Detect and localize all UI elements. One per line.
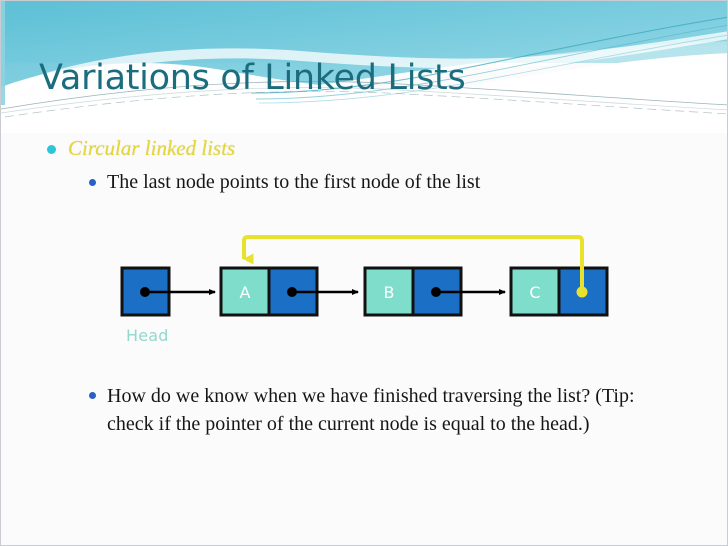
head-label: Head bbox=[126, 326, 169, 345]
svg-text:B: B bbox=[384, 283, 395, 302]
bullet-level1-label: Circular linked lists bbox=[68, 136, 236, 160]
node-c: C bbox=[509, 266, 609, 317]
bullet-level2-top-label: The last node points to the first node o… bbox=[107, 171, 481, 193]
bullet-dot-level2-icon bbox=[89, 392, 96, 399]
bullet-dot-level2-icon bbox=[89, 179, 96, 186]
bullet-traversal-question: How do we know when we have finished tra… bbox=[89, 382, 669, 439]
svg-text:A: A bbox=[240, 283, 251, 302]
node-a: A bbox=[219, 266, 319, 317]
bullet-last-node-points-first: The last node points to the first node o… bbox=[89, 169, 480, 195]
head-pointer-box bbox=[120, 266, 171, 317]
circular-link-arrow bbox=[242, 235, 584, 292]
slide-title: Variations of Linked Lists bbox=[39, 58, 466, 98]
bullet-dot-level1-icon bbox=[47, 145, 56, 154]
svg-text:C: C bbox=[529, 283, 540, 302]
node-b: B bbox=[363, 266, 463, 317]
bullet-circular-linked-lists: Circular linked lists bbox=[47, 135, 235, 161]
bullet-level2-bottom-label: How do we know when we have finished tra… bbox=[107, 385, 635, 436]
